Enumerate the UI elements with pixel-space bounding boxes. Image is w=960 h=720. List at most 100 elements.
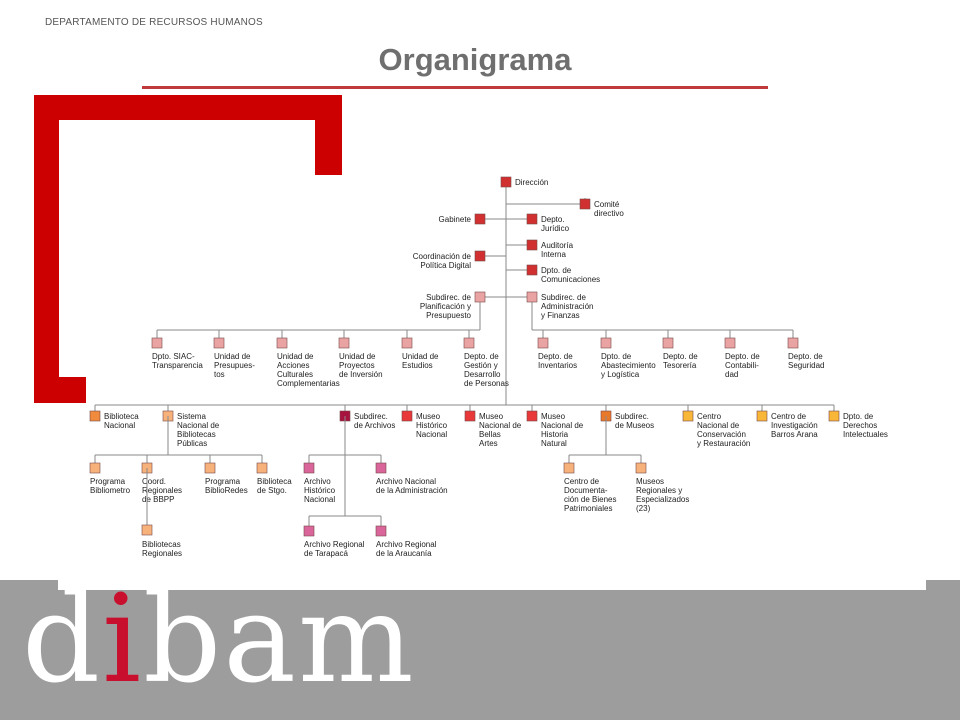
node-direccion: Dirección [500, 176, 548, 188]
node-box [303, 462, 315, 474]
node-label: Subdirec.de Museos [615, 412, 654, 430]
node-box [474, 291, 486, 303]
node-box [463, 337, 475, 349]
dibam-logo: dibam [22, 568, 416, 710]
node-box [474, 213, 486, 225]
node-servicio: Subdirec.de Museos [600, 410, 654, 430]
node-box [204, 462, 216, 474]
node-box [213, 337, 225, 349]
node-box [756, 410, 768, 422]
node-box [526, 264, 538, 276]
node-servicio: Subdirec.de Archivos [339, 410, 395, 430]
node-box [303, 525, 315, 537]
node-label: Depto.Jurídico [541, 215, 570, 233]
page-title: Organigrama [378, 42, 572, 77]
footer-band [0, 580, 960, 720]
node-box [89, 410, 101, 422]
node-label: Dpto. SIAC-Transparencia [152, 352, 203, 370]
node-box [338, 337, 350, 349]
node-box [787, 337, 799, 349]
footer-notch [58, 580, 926, 590]
node-box [682, 410, 694, 422]
node-gabinete: Gabinete [439, 213, 486, 225]
node-box [537, 337, 549, 349]
node-box [662, 337, 674, 349]
node-box [724, 337, 736, 349]
node-box [579, 198, 591, 210]
node-box [828, 410, 840, 422]
node-box [526, 291, 538, 303]
node-box [563, 462, 575, 474]
node-label: Subdirec.de Archivos [354, 412, 395, 430]
node-box [276, 337, 288, 349]
node-box [600, 337, 612, 349]
node-label: Gabinete [439, 215, 472, 224]
node-box [401, 410, 413, 422]
title-underline [142, 86, 768, 89]
node-box [635, 462, 647, 474]
department-label: DEPARTAMENTO DE RECURSOS HUMANOS [45, 17, 263, 28]
node-box [526, 213, 538, 225]
node-planificacion-unit: Dpto. SIAC-Transparencia [151, 337, 203, 370]
node-depto-juridico: Depto.Jurídico [526, 213, 570, 233]
node-box [474, 250, 486, 262]
node-box [526, 410, 538, 422]
